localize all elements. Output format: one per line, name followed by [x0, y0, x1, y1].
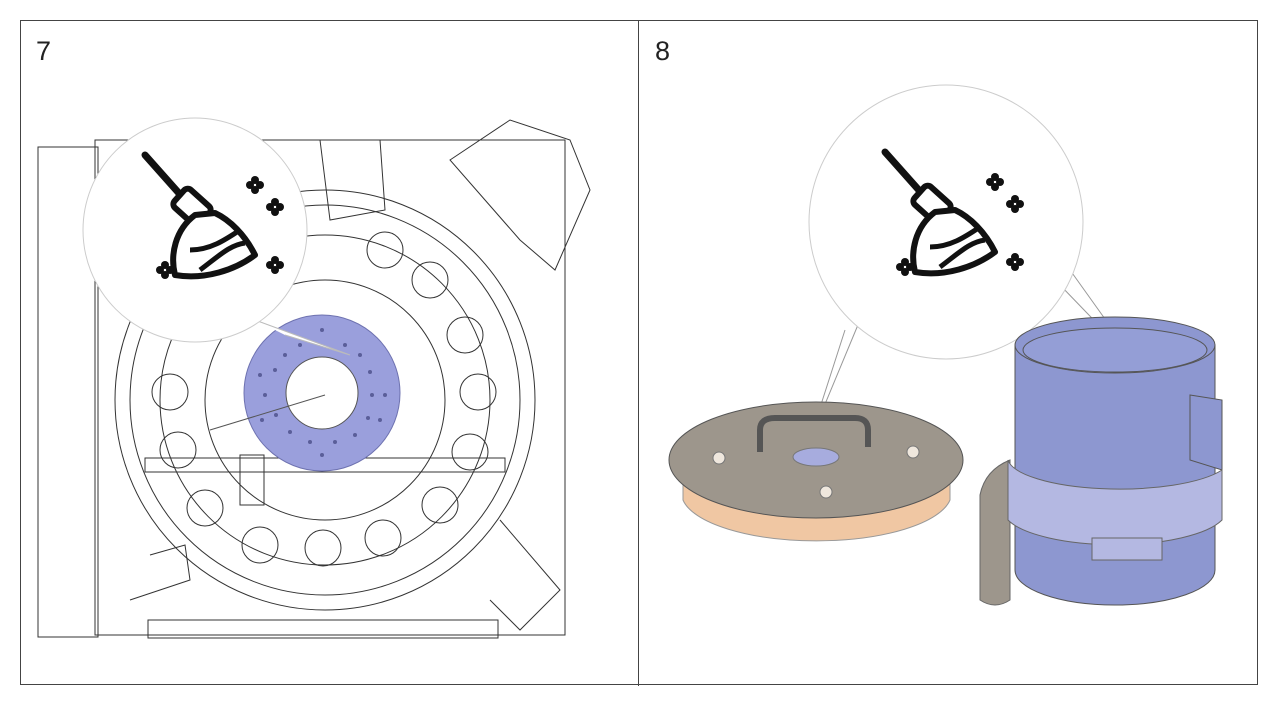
panel-divider: [638, 20, 639, 686]
step-number-7: 7: [36, 36, 52, 66]
ash-container: [979, 316, 1223, 606]
burner-cover-plate: [668, 401, 964, 542]
burner-plate-highlight: [209, 314, 401, 472]
inspection-ports: [151, 231, 497, 567]
panel-7-boiler-drawing: [37, 119, 591, 639]
diagram-frame: [20, 20, 1258, 685]
panel-7-callout: [82, 117, 351, 356]
step-number-8: 8: [655, 36, 671, 66]
